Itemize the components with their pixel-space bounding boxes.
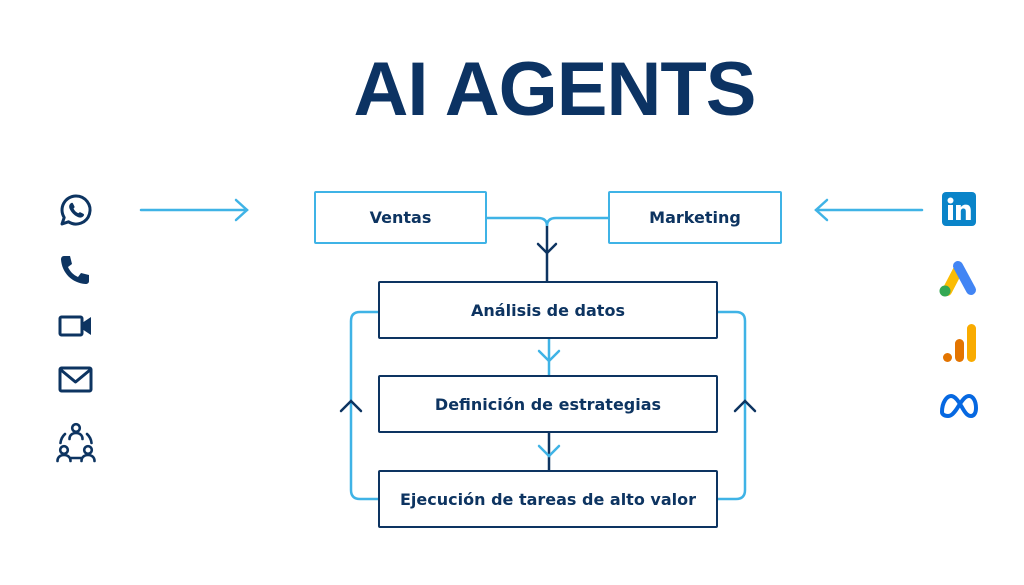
left-feedback-loop bbox=[339, 310, 380, 501]
email-icon bbox=[58, 366, 93, 393]
ventas-label: Ventas bbox=[369, 208, 432, 227]
step-arrow-2 bbox=[537, 431, 561, 472]
step-label: Ejecución de tareas de alto valor bbox=[400, 489, 696, 509]
team-icon bbox=[56, 422, 96, 463]
linkedin-icon bbox=[942, 192, 976, 226]
marketing-box: Marketing bbox=[608, 191, 782, 244]
merge-connector bbox=[487, 216, 608, 281]
right-input-arrow bbox=[814, 198, 924, 222]
whatsapp-icon bbox=[60, 194, 92, 226]
right-feedback-loop bbox=[716, 310, 757, 501]
left-input-arrow bbox=[139, 198, 249, 222]
step-box-execution: Ejecución de tareas de alto valor bbox=[378, 470, 718, 528]
meta-icon bbox=[940, 394, 978, 418]
step-label: Análisis de datos bbox=[471, 300, 625, 320]
step-box-strategy: Definición de estrategias bbox=[378, 375, 718, 433]
step-box-analysis: Análisis de datos bbox=[378, 281, 718, 339]
google-ads-icon bbox=[939, 261, 976, 297]
google-analytics-icon bbox=[943, 324, 976, 362]
page-title: AI AGENTS bbox=[353, 47, 757, 132]
phone-icon bbox=[61, 256, 89, 284]
marketing-label: Marketing bbox=[649, 208, 741, 227]
video-camera-icon bbox=[58, 315, 91, 337]
ventas-box: Ventas bbox=[314, 191, 487, 244]
step-label: Definición de estrategias bbox=[434, 394, 662, 414]
step-arrow-1 bbox=[537, 337, 561, 377]
